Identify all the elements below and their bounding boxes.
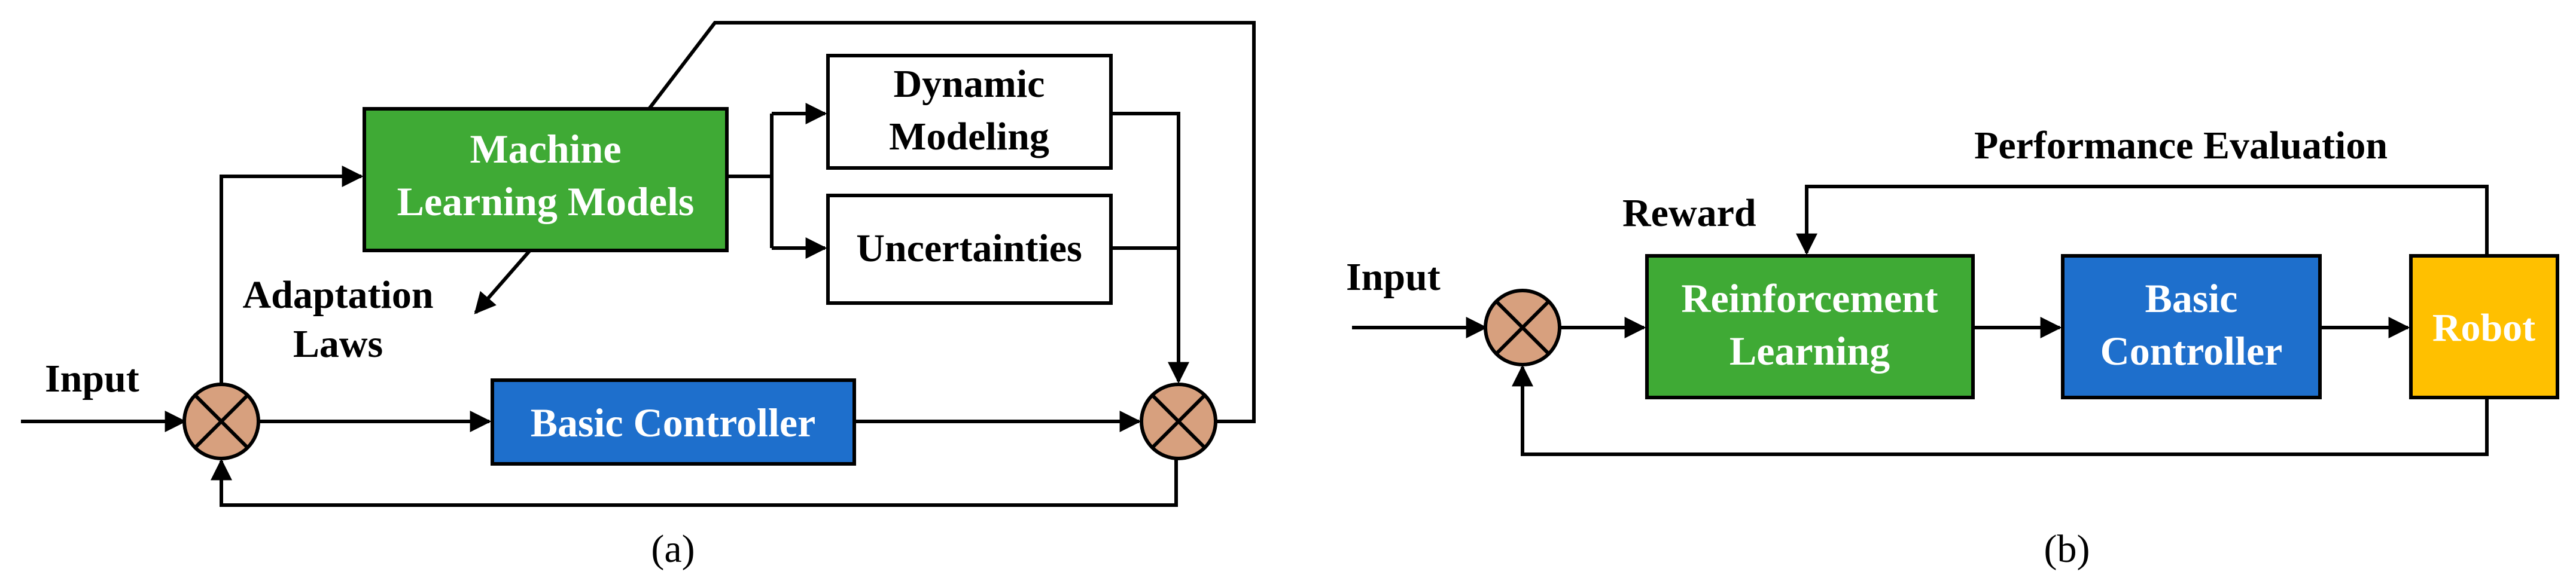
basic-controller-box-b xyxy=(2061,254,2322,399)
feedback-loop-b xyxy=(1512,365,2489,456)
caption-b: (b) xyxy=(2044,527,2090,571)
rl-label-line2: Learning xyxy=(1729,328,1890,374)
basic-controller-box-a xyxy=(491,378,856,466)
summing-junction-a2 xyxy=(1140,383,1217,460)
ml-models-label-line1: Machine xyxy=(470,126,621,172)
robot-label: Robot xyxy=(2432,306,2535,350)
bc-label-line1: Basic xyxy=(2145,276,2238,321)
caption-a: (a) xyxy=(651,527,695,571)
summing-junction-a1 xyxy=(182,383,260,460)
ml-models-box xyxy=(363,107,729,252)
dynamic-modeling-box xyxy=(826,54,1113,170)
diagram-a xyxy=(21,21,1256,507)
uncertainties-label: Uncertainties xyxy=(856,227,1082,270)
top-feedback-loop-a xyxy=(647,21,1256,423)
summing-junction-b xyxy=(1484,289,1561,366)
ml-models-label-line2: Learning Models xyxy=(397,179,695,224)
dynamic-modeling-label-line1: Dynamic xyxy=(894,62,1045,106)
feedback-loop-a xyxy=(211,458,1178,507)
sum1-to-ml-arrow xyxy=(220,166,364,384)
basic-controller-label-a: Basic Controller xyxy=(531,400,816,445)
dynamic-modeling-label-line2: Modeling xyxy=(889,115,1049,158)
adaptation-label-line2: Laws xyxy=(293,322,383,366)
reward-label: Reward xyxy=(1622,191,1756,235)
adaptation-laws-arrow xyxy=(474,250,531,314)
rl-label-line1: Reinforcement xyxy=(1681,276,1938,321)
performance-evaluation-loop xyxy=(1796,185,2489,256)
diagram-b xyxy=(1352,185,2489,456)
adaptation-label-line1: Adaptation xyxy=(242,273,433,317)
performance-evaluation-label: Performance Evaluation xyxy=(1974,124,2388,167)
robot-box xyxy=(2409,254,2559,399)
input-label-a: Input xyxy=(45,357,139,400)
bc-label-line2: Controller xyxy=(2100,328,2283,374)
uncertainties-box xyxy=(826,194,1113,305)
reinforcement-learning-box xyxy=(1645,254,1975,399)
dynamic-to-sum2-arrow xyxy=(1111,112,1189,384)
input-label-b: Input xyxy=(1346,255,1441,299)
